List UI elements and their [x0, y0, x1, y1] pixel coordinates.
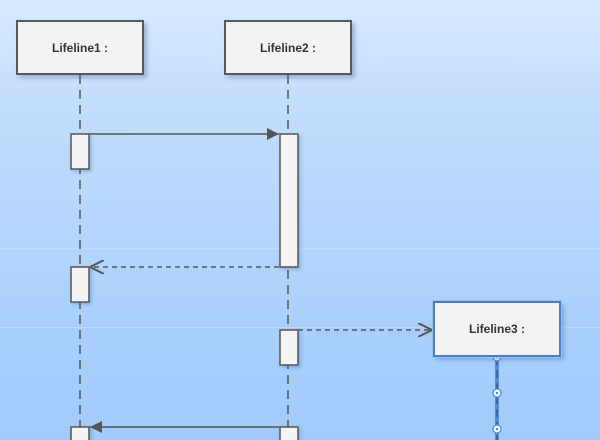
- lifeline2-header[interactable]: Lifeline2 :: [224, 20, 352, 75]
- activation-box[interactable]: [70, 426, 90, 440]
- lifeline1-header[interactable]: Lifeline1 :: [16, 20, 144, 75]
- selection-handle[interactable]: [492, 388, 502, 398]
- activation-box[interactable]: [279, 329, 299, 366]
- lifeline3-header[interactable]: Lifeline3 :: [433, 301, 561, 357]
- activation-box[interactable]: [70, 266, 90, 303]
- activation-box[interactable]: [279, 133, 299, 268]
- activation-box[interactable]: [279, 426, 299, 440]
- activation-box[interactable]: [70, 133, 90, 170]
- selection-handle[interactable]: [492, 424, 502, 434]
